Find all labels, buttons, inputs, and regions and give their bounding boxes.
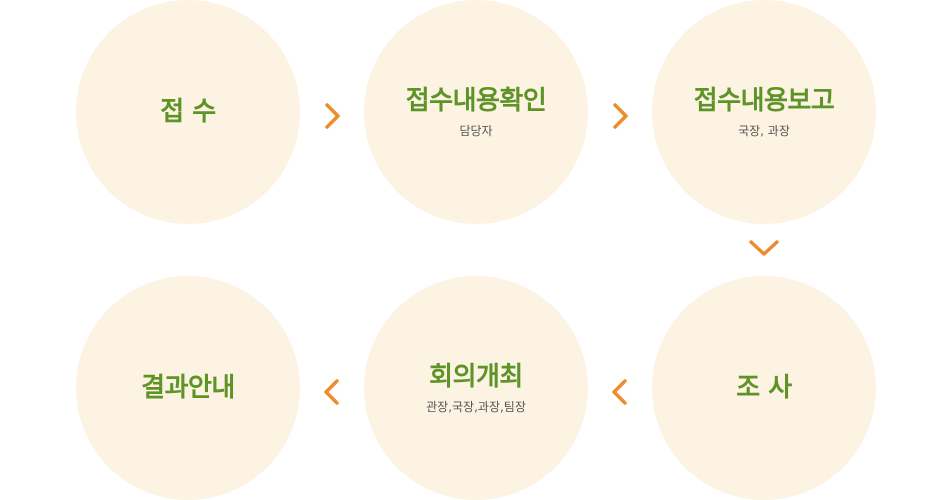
step-title: 접수내용확인: [405, 86, 547, 116]
chevron-right-icon-graphic: [613, 103, 628, 129]
chevron-right-icon-graphic: [325, 103, 340, 129]
chevron-left-icon-graphic: [612, 379, 627, 405]
step-review: 접수내용확인 담당자: [364, 0, 588, 224]
step-title: 회의개최: [429, 362, 523, 392]
chevron-left-icon-graphic: [324, 379, 339, 405]
chevron-right-icon: [316, 100, 348, 132]
step-subtitle: 담당자: [459, 124, 493, 138]
step-meeting: 회의개최 관장,국장,과장,팀장: [364, 276, 588, 500]
step-title: 조 사: [736, 373, 792, 403]
chevron-left-icon: [604, 376, 636, 408]
chevron-down-icon-graphic: [749, 240, 779, 256]
chevron-left-icon: [316, 376, 348, 408]
step-subtitle: 관장,국장,과장,팀장: [426, 400, 526, 414]
step-title: 접 수: [160, 97, 216, 127]
step-investigation: 조 사: [652, 276, 876, 500]
chevron-right-icon: [604, 100, 636, 132]
step-subtitle: 국장, 과장: [738, 124, 790, 138]
step-title: 결과안내: [141, 373, 235, 403]
step-reception: 접 수: [76, 0, 300, 224]
step-report: 접수내용보고 국장, 과장: [652, 0, 876, 224]
step-title: 접수내용보고: [693, 86, 835, 116]
step-result-notice: 결과안내: [76, 276, 300, 500]
chevron-down-icon: [748, 232, 780, 264]
